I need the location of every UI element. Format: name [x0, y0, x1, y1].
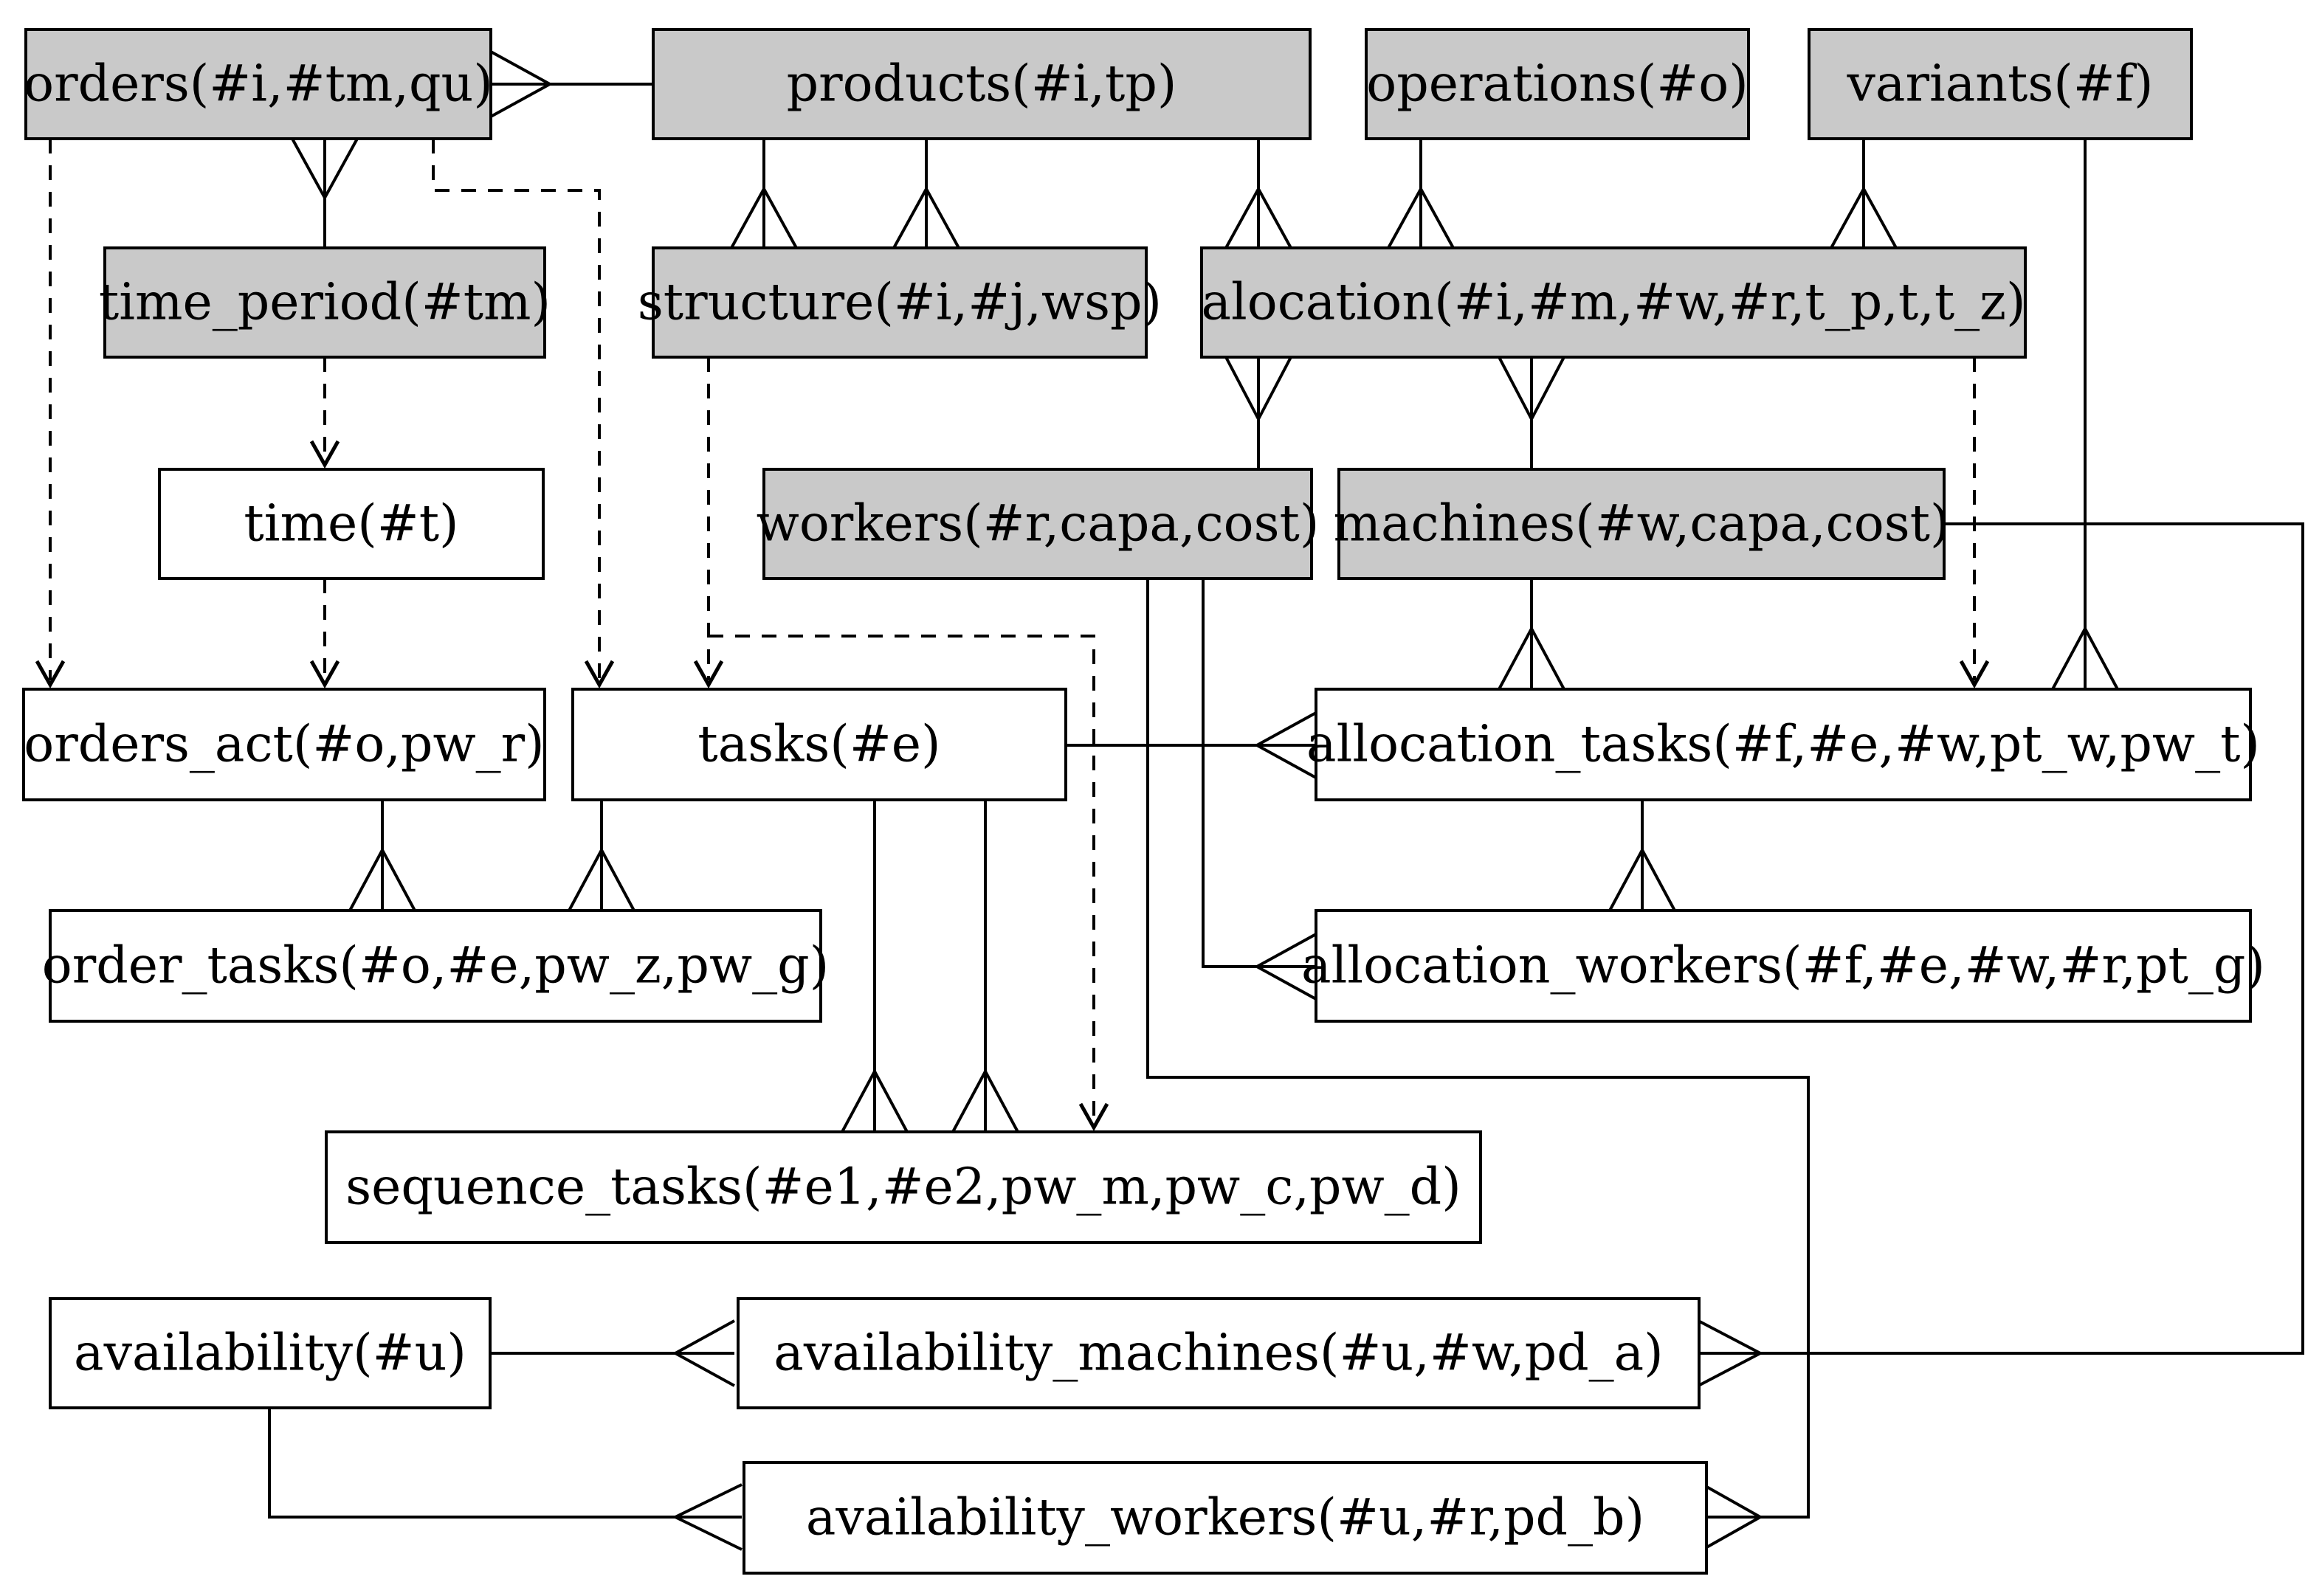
crow-foot	[1387, 185, 1455, 249]
entity-label: order_tasks(#o,#e,pw_z,pw_g)	[42, 937, 829, 995]
entity-orders_act: orders_act(#o,pw_r)	[22, 688, 546, 801]
entity-alocation: alocation(#i,#m,#w,#r,t_p,t,t_z)	[1200, 246, 2027, 359]
entity-structure: structure(#i,#j,wsp)	[638, 246, 1162, 359]
entity-label: operations(#o)	[1366, 55, 1748, 114]
entity-box	[762, 468, 1313, 580]
entity-box	[737, 1297, 1701, 1409]
crow-foot	[1224, 185, 1292, 249]
entity-label: tasks(#e)	[697, 716, 940, 774]
entity-label: availability(#u)	[74, 1324, 466, 1383]
entity-time_period: time_period(#tm)	[99, 246, 551, 359]
entity-box	[743, 1461, 1708, 1575]
deriv-structure-sequence_tasks	[709, 635, 1095, 1123]
entity-label: orders(#i,#tm,qu)	[24, 55, 493, 114]
entity-label: orders_act(#o,pw_r)	[24, 716, 544, 774]
crow-foot	[1698, 1319, 1764, 1387]
entity-label: variants(#f)	[1847, 55, 2154, 114]
crow-foot	[1702, 1483, 1764, 1551]
entity-label: allocation_workers(#f,#e,#w,#r,pt_g)	[1301, 937, 2265, 995]
crow-foot	[1608, 846, 1676, 911]
crow-foot	[951, 1068, 1019, 1133]
crow-foot	[892, 185, 960, 249]
crow-foot	[348, 846, 416, 911]
rel-workers-allocation_workers	[1202, 578, 1316, 968]
crow-foot	[568, 846, 635, 911]
entity-availability_machines: availability_machines(#u,#w,pd_a)	[737, 1297, 1701, 1409]
entity-label: availability_workers(#u,#r,pd_b)	[806, 1489, 1644, 1547]
crow-foot	[672, 1319, 735, 1387]
entity-availability: availability(#u)	[49, 1297, 492, 1409]
crow-foot	[490, 50, 554, 118]
entity-label: alocation(#i,#m,#w,#r,t_p,t,t_z)	[1201, 274, 2025, 332]
crow-foot	[672, 1483, 743, 1551]
entity-box	[1315, 909, 2252, 1023]
crow-foot	[1224, 356, 1292, 423]
derivation-lines	[35, 139, 1990, 1132]
relationship-lines	[268, 50, 2304, 1551]
entity-label: sequence_tasks(#e1,#e2,pw_m,pw_c,pw_d)	[345, 1158, 1461, 1217]
entity-order_tasks: order_tasks(#o,#e,pw_z,pw_g)	[42, 909, 829, 1023]
crow-foot	[291, 138, 359, 201]
entity-box	[1337, 468, 1946, 580]
entity-operations: operations(#o)	[1365, 28, 1750, 140]
entity-box	[49, 1297, 492, 1409]
crow-foot	[1498, 356, 1565, 423]
entity-label: structure(#i,#j,wsp)	[638, 274, 1162, 332]
entity-box	[1808, 28, 2193, 140]
entity-box	[22, 688, 546, 801]
entity-box	[103, 246, 546, 359]
entity-box	[652, 28, 1312, 140]
entity-label: availability_machines(#u,#w,pd_a)	[774, 1324, 1663, 1383]
rel-machines-availability_machines	[1698, 522, 2304, 1355]
crow-foot	[1830, 185, 1898, 249]
entity-label: products(#i,tp)	[787, 55, 1177, 114]
crow-foot	[841, 1068, 909, 1133]
entity-label: time(#t)	[244, 495, 458, 553]
entity-box	[24, 28, 492, 140]
crow-foot	[730, 185, 798, 249]
crow-foot	[1253, 933, 1317, 1001]
entity-allocation_workers: allocation_workers(#f,#e,#w,#r,pt_g)	[1301, 909, 2265, 1023]
entity-workers: workers(#r,capa,cost)	[757, 468, 1320, 580]
entity-box	[49, 909, 822, 1023]
entity-machines: machines(#w,capa,cost)	[1334, 468, 1950, 580]
entity-availability_workers: availability_workers(#u,#r,pd_b)	[743, 1461, 1708, 1575]
arrow-head	[309, 660, 340, 689]
entity-box	[652, 246, 1148, 359]
entity-box	[1315, 688, 2252, 801]
entity-orders: orders(#i,#tm,qu)	[24, 28, 493, 140]
crow-foot	[1253, 711, 1317, 779]
entity-label: machines(#w,capa,cost)	[1334, 495, 1950, 553]
arrow-head	[1078, 1102, 1109, 1132]
entity-allocation_tasks: allocation_tasks(#f,#e,#w,pt_w,pw_t)	[1306, 688, 2260, 801]
entity-sequence_tasks: sequence_tasks(#e1,#e2,pw_m,pw_c,pw_d)	[325, 1130, 1482, 1244]
rel-availability-availability_workers	[268, 1408, 742, 1519]
entity-time: time(#t)	[158, 468, 545, 580]
arrow-head	[309, 440, 340, 469]
entity-box	[1365, 28, 1750, 140]
entity-tasks: tasks(#e)	[571, 688, 1067, 801]
deriv-orders-tasks	[432, 139, 601, 680]
entity-box	[571, 688, 1067, 801]
arrow-head	[1959, 660, 1990, 689]
crow-foot	[2051, 625, 2119, 690]
arrow-head	[584, 660, 615, 689]
entity-products: products(#i,tp)	[652, 28, 1312, 140]
entity-label: workers(#r,capa,cost)	[757, 495, 1320, 553]
entity-label: allocation_tasks(#f,#e,#w,pt_w,pw_t)	[1306, 716, 2260, 774]
entity-box	[1200, 246, 2027, 359]
entity-variants: variants(#f)	[1808, 28, 2193, 140]
entity-label: time_period(#tm)	[99, 274, 551, 332]
arrow-head	[693, 660, 724, 689]
arrow-head	[35, 660, 66, 689]
crow-foot	[1498, 625, 1565, 690]
entity-box	[325, 1130, 1482, 1244]
entity-box	[158, 468, 545, 580]
rel-workers-availability_workers	[1146, 578, 1810, 1519]
